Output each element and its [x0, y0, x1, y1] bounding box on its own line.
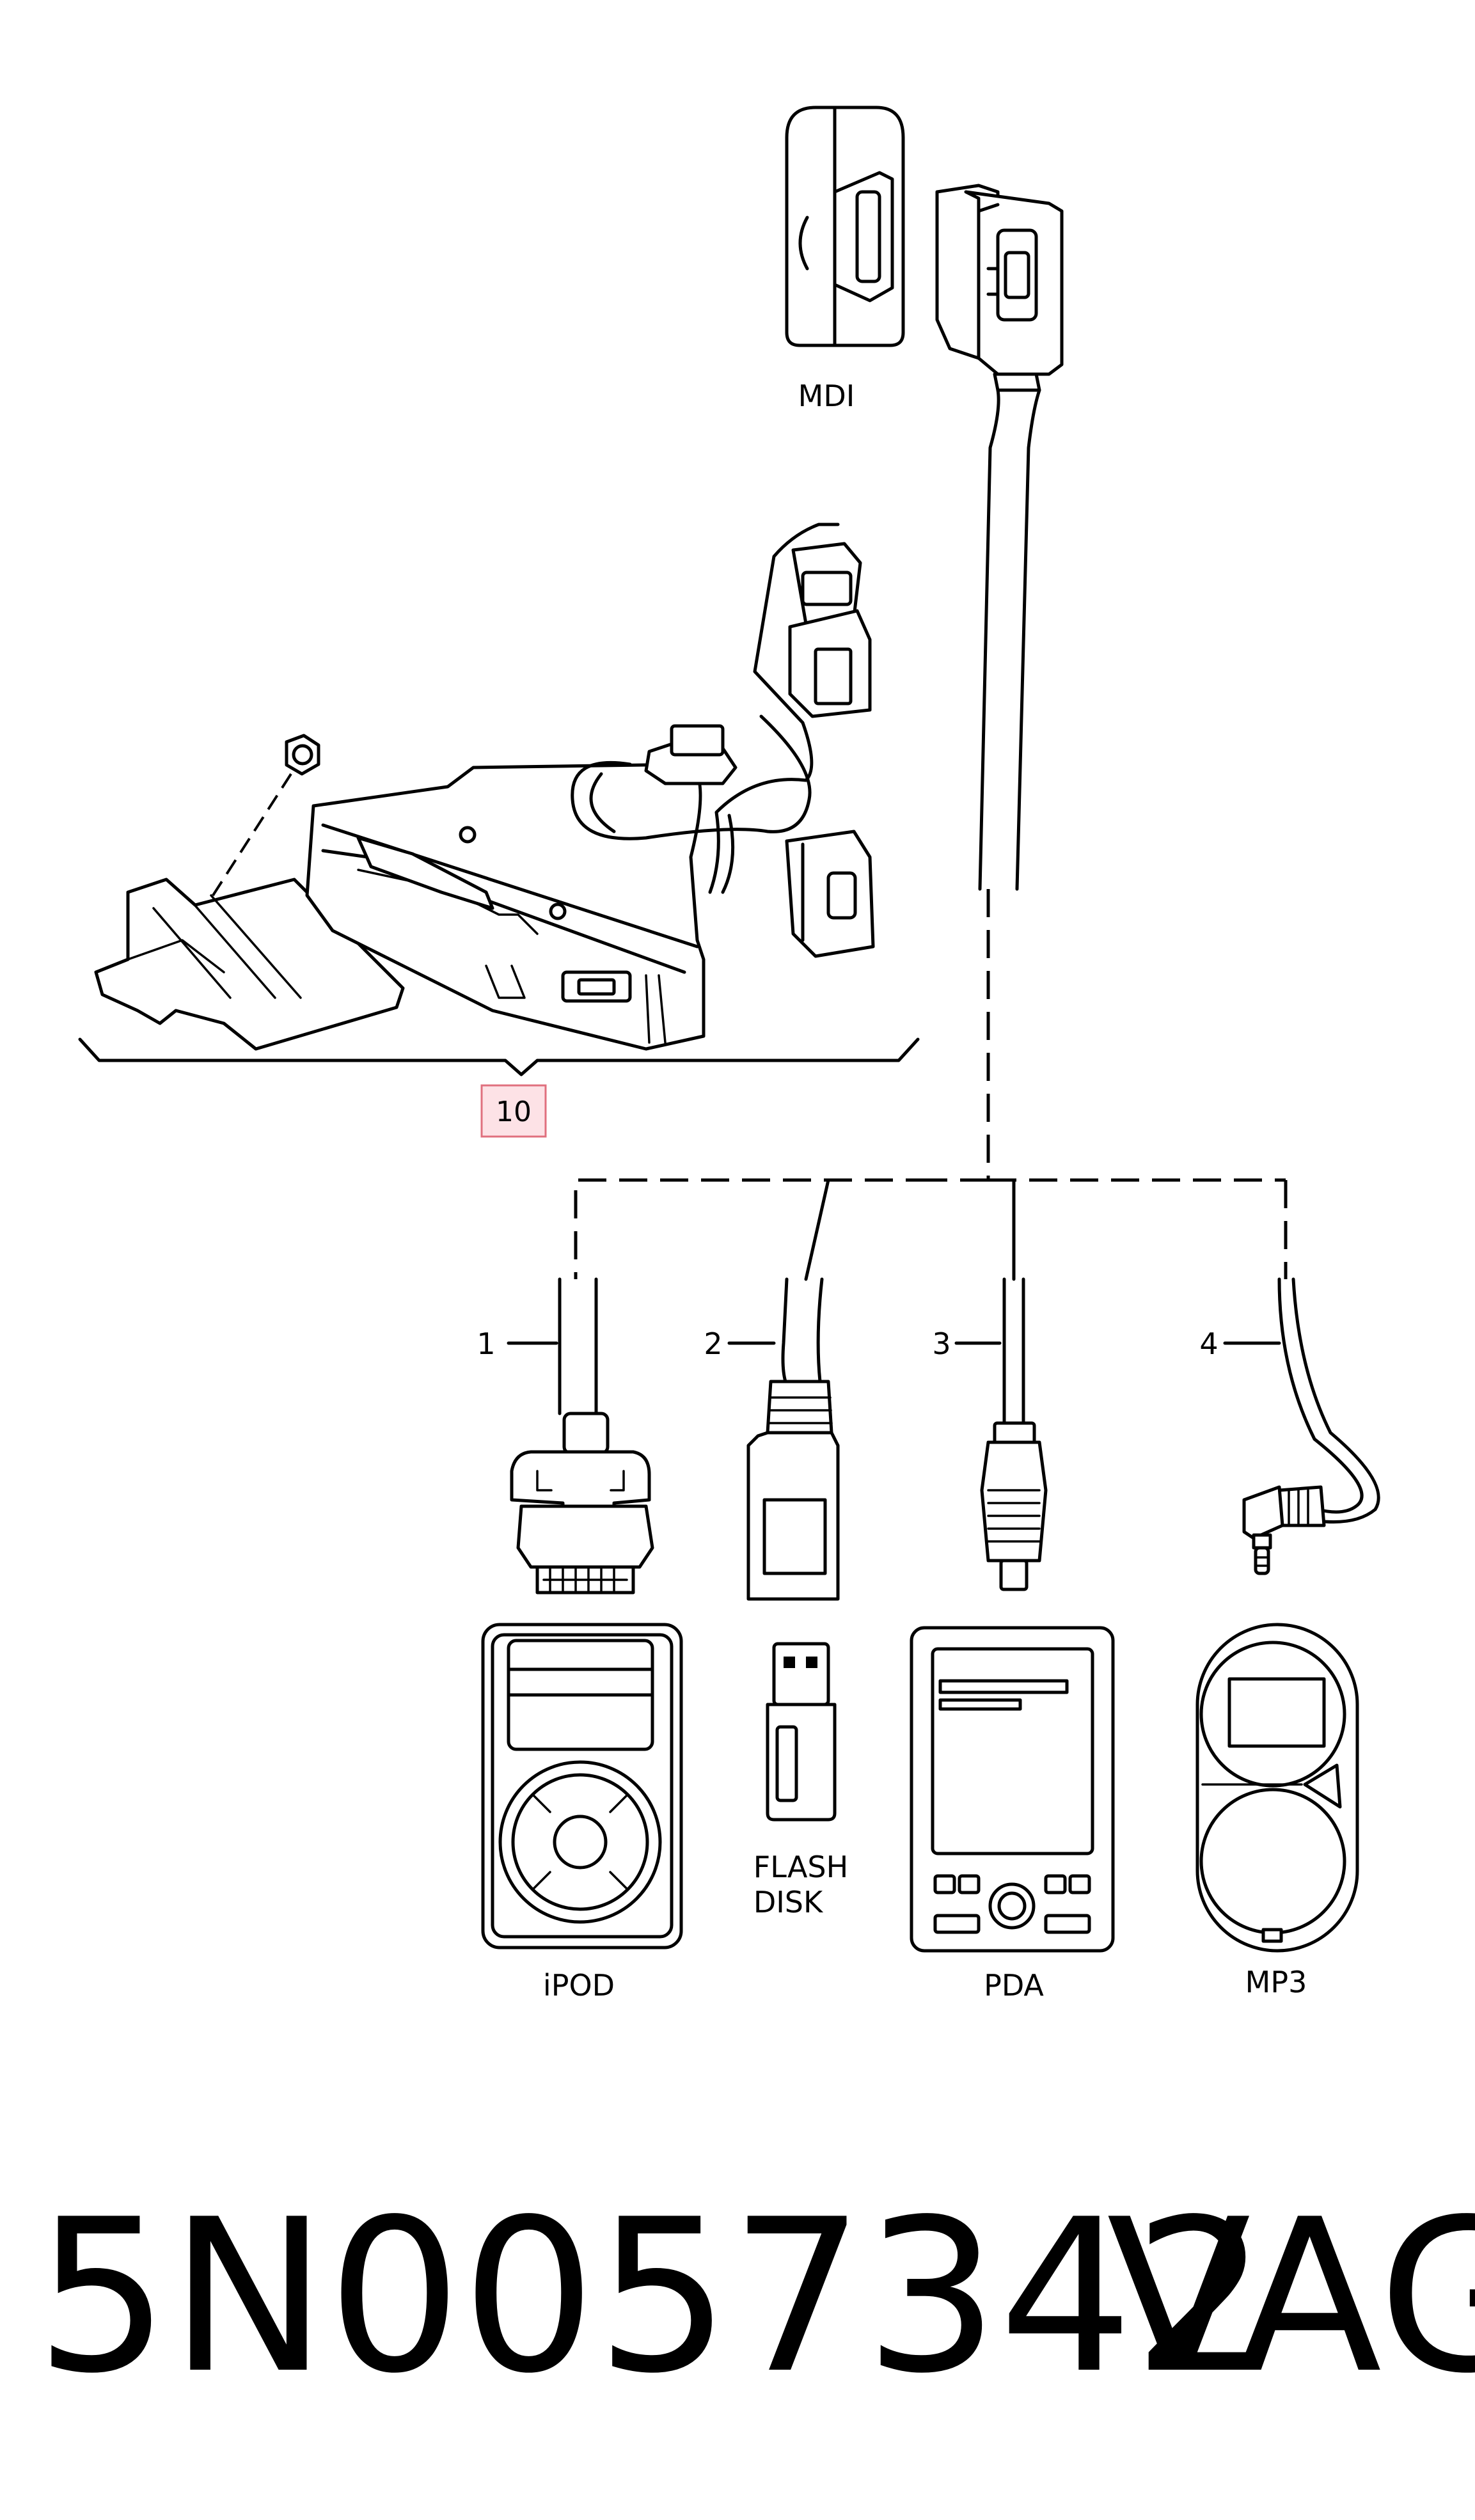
part-callout-number: 10 — [496, 1096, 532, 1128]
cable-number-3: 3 — [932, 1327, 950, 1361]
part-callout-10[interactable]: 10 — [480, 1084, 547, 1138]
mp3-label: MP3 — [1245, 1965, 1307, 1999]
ipod-device-illustration — [481, 1623, 683, 1949]
pda-label: PDA — [984, 1968, 1044, 2003]
usb-cable-illustration — [746, 1277, 840, 1601]
ipod-label: iPOD — [543, 1968, 615, 2003]
mini-usb-cable-illustration — [980, 1277, 1048, 1591]
cable-distribution-lines — [574, 889, 1288, 1281]
cable-number-1: 1 — [477, 1327, 495, 1361]
pda-device-illustration — [910, 1626, 1115, 1953]
interface-module-illustration — [94, 523, 875, 1051]
cable-number-4: 4 — [1199, 1327, 1218, 1361]
part-code: 5N0057342 — [35, 2174, 1268, 2420]
audio-jack-cable-illustration — [1242, 1277, 1380, 1575]
flash-disk-illustration — [766, 1642, 837, 1822]
brand-name: VAG — [1107, 2174, 1475, 2420]
ipod-cable-illustration — [510, 1277, 654, 1595]
part-group-brace — [78, 1037, 920, 1076]
cable-number-2: 2 — [704, 1327, 722, 1361]
flash-disk-label-line1: FLASH — [753, 1850, 848, 1884]
flash-disk-label-line2: DISK — [753, 1885, 824, 1919]
mdi-connector-illustration — [785, 106, 1064, 891]
mdi-label: MDI — [798, 379, 855, 413]
mp3-player-illustration — [1195, 1623, 1359, 1953]
